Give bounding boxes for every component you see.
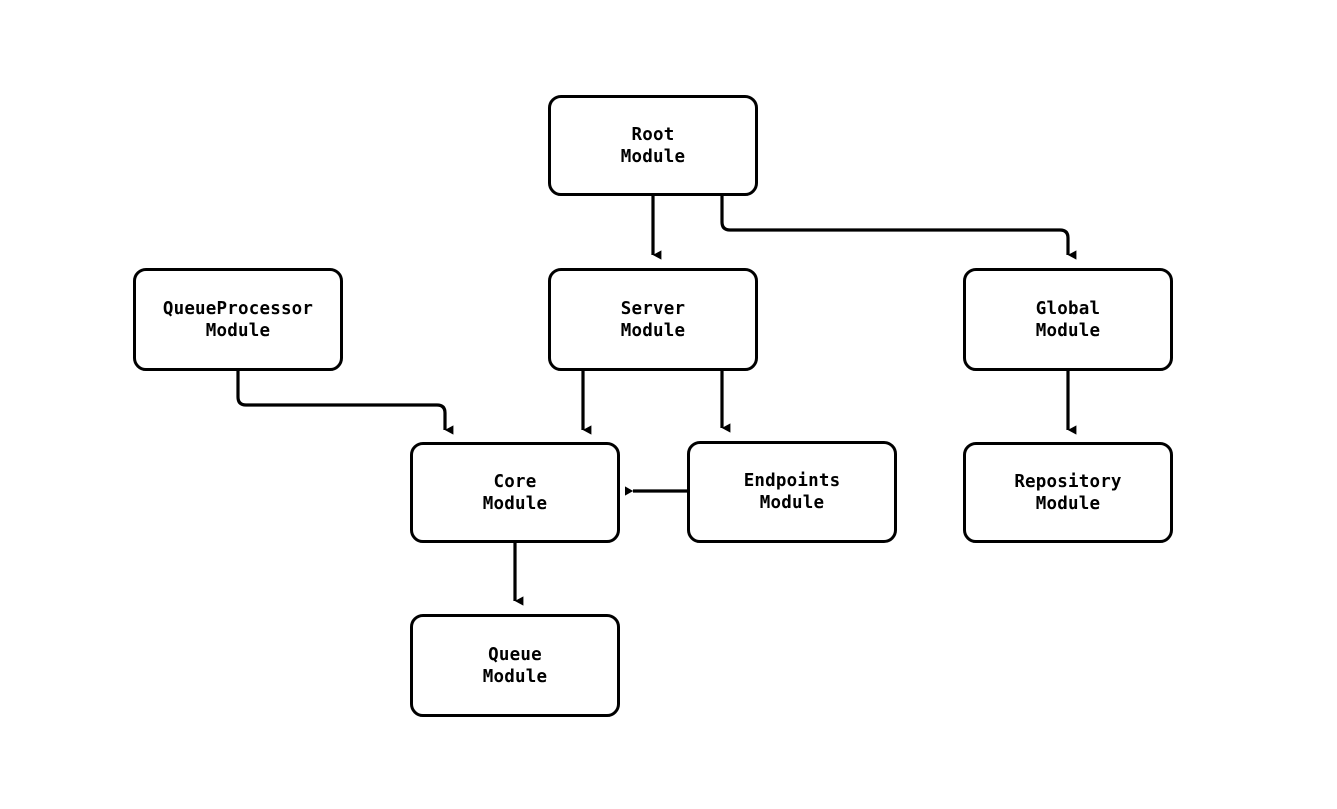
node-global-module-line1: Global [1035, 298, 1101, 319]
edge-queueprocessor-to-core [236, 371, 454, 435]
node-repository-module[interactable]: Repository Module [963, 442, 1173, 543]
node-queue-module[interactable]: Queue Module [410, 614, 620, 717]
node-root-module-line1: Root [631, 124, 675, 145]
node-root-module-line2: Module [620, 146, 686, 167]
node-server-module-line2: Module [620, 320, 686, 341]
node-queueprocessor-module-line2: Module [205, 320, 271, 341]
node-server-module[interactable]: Server Module [548, 268, 758, 371]
node-global-module[interactable]: Global Module [963, 268, 1173, 371]
node-queueprocessor-module[interactable]: QueueProcessor Module [133, 268, 343, 371]
node-endpoints-module-line1: Endpoints [743, 471, 841, 491]
node-server-module-line1: Server [620, 298, 686, 319]
node-core-module-line2: Module [482, 493, 548, 514]
edge-root-to-global [720, 196, 1077, 260]
node-repository-module-line1: Repository [1014, 471, 1122, 492]
node-endpoints-module-line2: Module [759, 493, 825, 513]
node-repository-module-line2: Module [1035, 493, 1101, 514]
node-root-module[interactable]: Root Module [548, 95, 758, 196]
node-queue-module-line2: Module [482, 666, 548, 687]
node-core-module[interactable]: Core Module [410, 442, 620, 543]
node-endpoints-module[interactable]: Endpoints Module [687, 441, 897, 543]
node-global-module-line2: Module [1035, 320, 1101, 341]
node-core-module-line1: Core [493, 471, 537, 492]
node-queue-module-line1: Queue [488, 644, 542, 665]
node-queueprocessor-module-line1: QueueProcessor [162, 298, 314, 319]
